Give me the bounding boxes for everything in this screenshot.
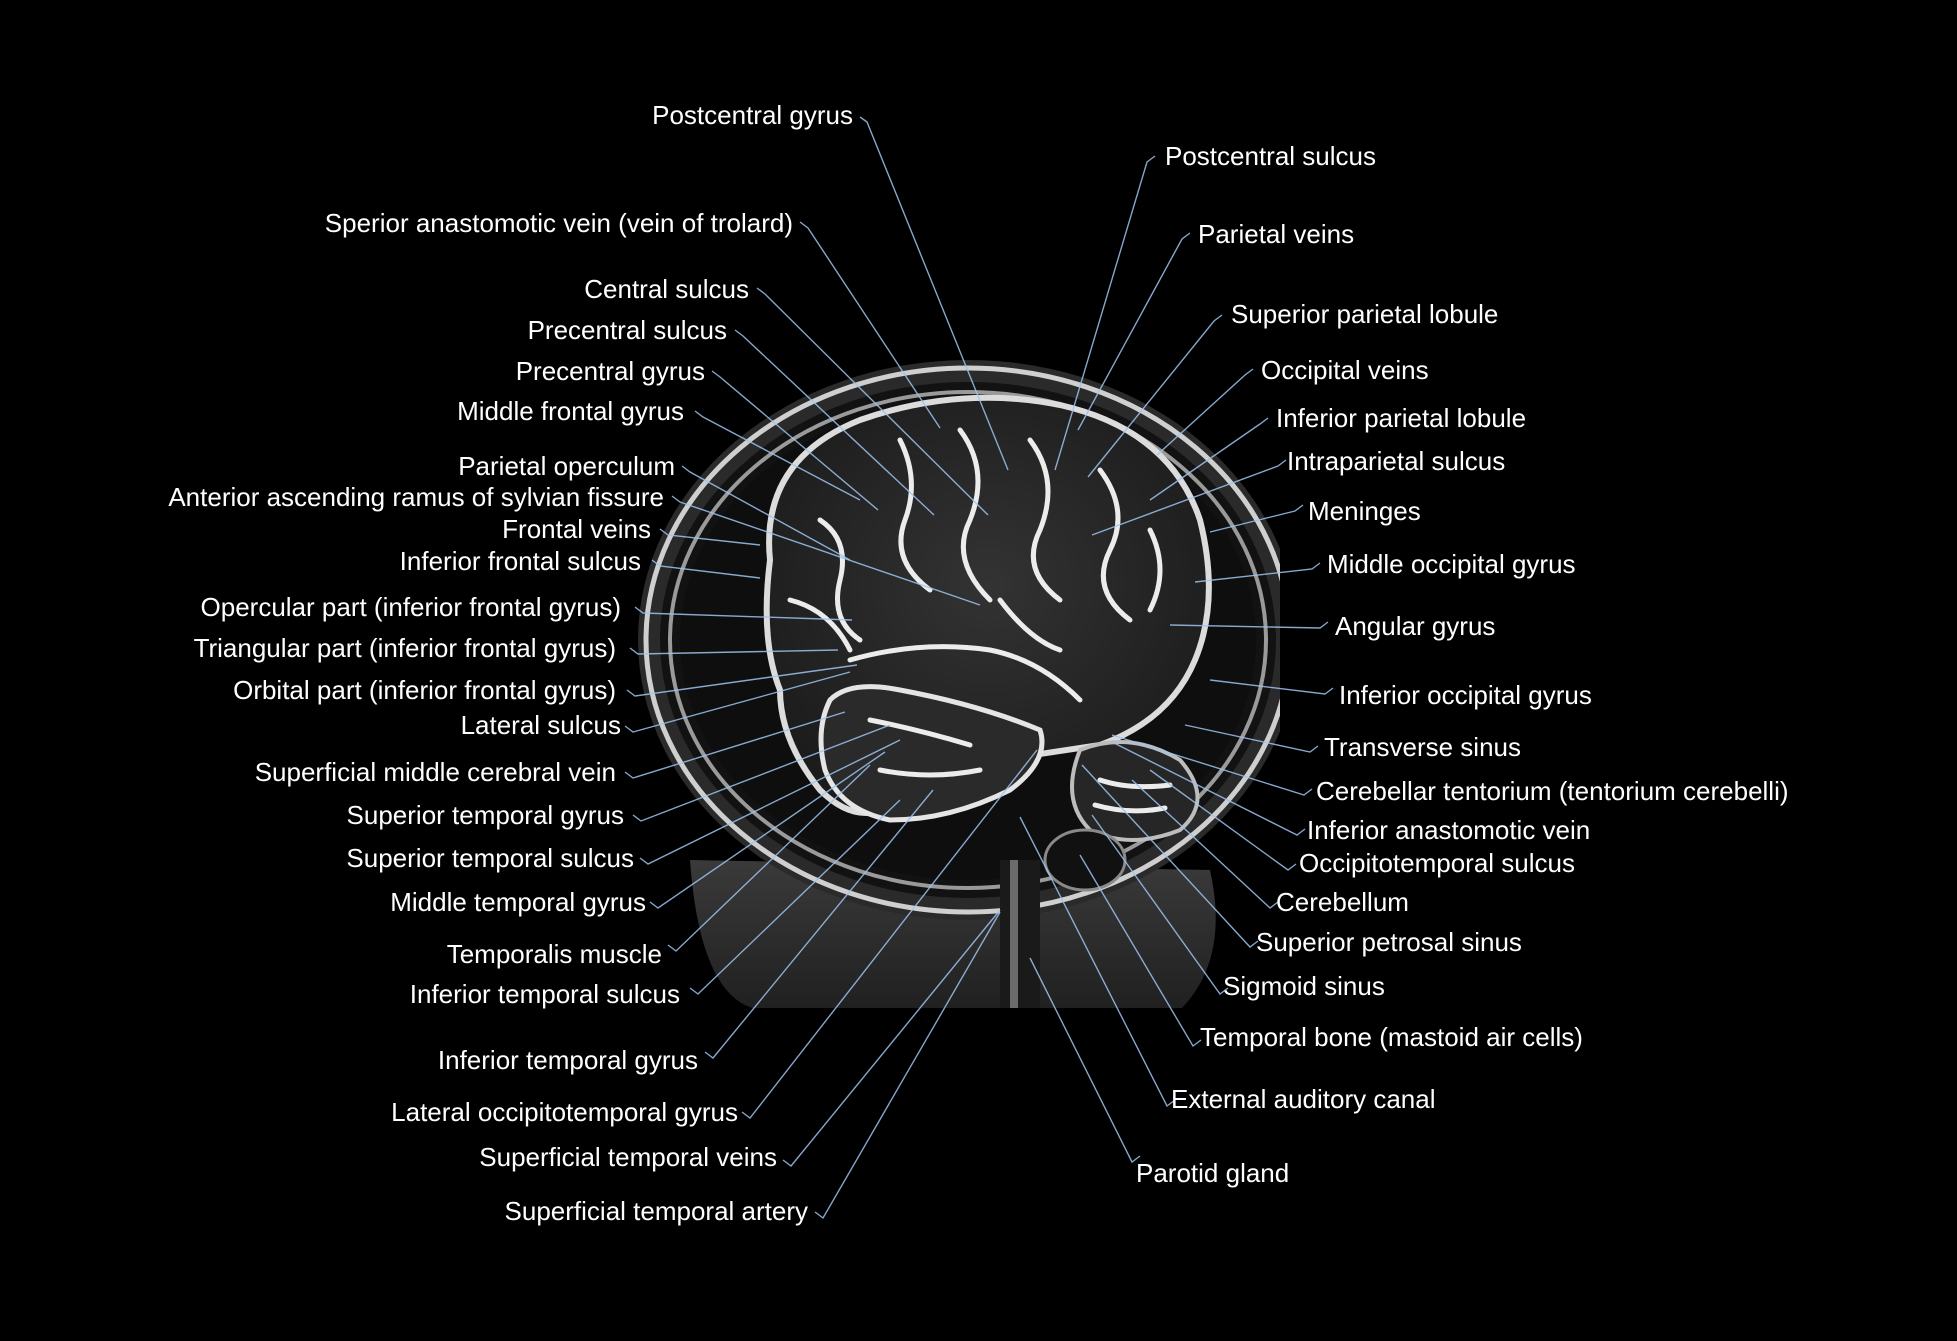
label-orbital-part: Orbital part (inferior frontal gyrus) [233,675,616,705]
label-superior-temporal-gyrus: Superior temporal gyrus [347,800,624,830]
label-external-auditory-canal: External auditory canal [1171,1084,1435,1114]
label-precentral-sulcus: Precentral sulcus [528,315,727,345]
label-occipitotemporal-sulcus: Occipitotemporal sulcus [1299,848,1575,878]
label-parotid-gland: Parotid gland [1136,1158,1289,1188]
label-inferior-occipital-gyrus: Inferior occipital gyrus [1339,680,1592,710]
label-inferior-parietal-lobule: Inferior parietal lobule [1276,403,1526,433]
label-precentral-gyrus: Precentral gyrus [516,356,705,386]
label-angular-gyrus: Angular gyrus [1335,611,1495,641]
mri-scan-image [638,360,1280,1008]
label-meninges: Meninges [1308,496,1421,526]
label-cerebellar-tentorium: Cerebellar tentorium (tentorium cerebell… [1316,776,1789,806]
label-superficial-temporal-artery: Superficial temporal artery [505,1196,808,1226]
label-parietal-operculum: Parietal operculum [458,451,675,481]
label-superior-temporal-sulcus: Superior temporal sulcus [346,843,634,873]
label-temporalis-muscle: Temporalis muscle [447,939,662,969]
label-inferior-anastomotic-vein: Inferior anastomotic vein [1307,815,1590,845]
label-intraparietal-sulcus: Intraparietal sulcus [1287,446,1505,476]
label-superficial-temporal-veins: Superficial temporal veins [479,1142,777,1172]
label-inferior-temporal-gyrus: Inferior temporal gyrus [438,1045,698,1075]
label-transverse-sinus: Transverse sinus [1324,732,1521,762]
left-labels: Postcentral gyrus Sperior anastomotic ve… [168,100,853,1226]
label-parietal-veins: Parietal veins [1198,219,1354,249]
label-middle-frontal-gyrus: Middle frontal gyrus [457,396,684,426]
label-anterior-ascending-ramus: Anterior ascending ramus of sylvian fiss… [168,482,664,512]
label-frontal-veins: Frontal veins [502,514,651,544]
label-triangular-part: Triangular part (inferior frontal gyrus) [194,633,616,663]
label-temporal-bone-mastoid: Temporal bone (mastoid air cells) [1200,1022,1583,1052]
label-central-sulcus: Central sulcus [584,274,749,304]
label-superior-parietal-lobule: Superior parietal lobule [1231,299,1498,329]
label-sigmoid-sinus: Sigmoid sinus [1223,971,1385,1001]
label-superior-petrosal-sinus: Superior petrosal sinus [1256,927,1522,957]
label-inferior-frontal-sulcus: Inferior frontal sulcus [400,546,641,576]
label-superior-anastomotic-vein: Sperior anastomotic vein (vein of trolar… [325,208,793,238]
leader-lines [624,116,1334,1220]
label-cerebellum: Cerebellum [1276,887,1409,917]
label-occipital-veins: Occipital veins [1261,355,1429,385]
label-lateral-occipitotemporal-gyrus: Lateral occipitotemporal gyrus [391,1097,738,1127]
label-postcentral-sulcus: Postcentral sulcus [1165,141,1376,171]
label-superficial-middle-cerebral-vein: Superficial middle cerebral vein [255,757,616,787]
label-inferior-temporal-sulcus: Inferior temporal sulcus [410,979,680,1009]
label-middle-temporal-gyrus: Middle temporal gyrus [390,887,646,917]
label-postcentral-gyrus: Postcentral gyrus [652,100,853,130]
label-opercular-part: Opercular part (inferior frontal gyrus) [201,592,621,622]
label-lateral-sulcus: Lateral sulcus [461,710,621,740]
right-labels: Postcentral sulcus Parietal veins Superi… [1136,141,1789,1188]
label-middle-occipital-gyrus: Middle occipital gyrus [1327,549,1576,579]
